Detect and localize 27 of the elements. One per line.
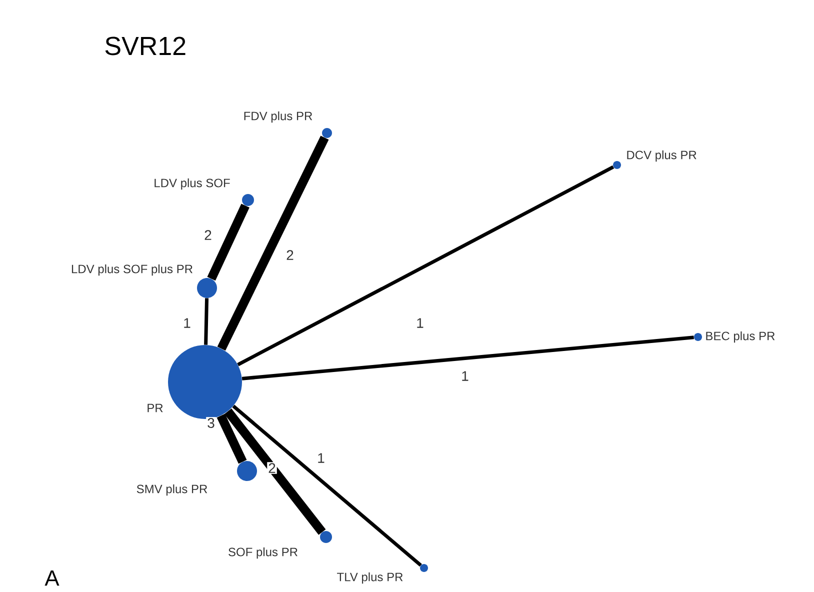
edge-label: 2 xyxy=(285,249,295,261)
edge-label: 1 xyxy=(182,317,192,329)
edge-label: 2 xyxy=(267,462,277,474)
edge-label: 2 xyxy=(203,229,213,241)
edge-label: 1 xyxy=(460,370,470,382)
node-label: SOF plus PR xyxy=(228,547,298,559)
node-label: LDV plus SOF xyxy=(154,178,230,190)
network-edge xyxy=(242,336,694,380)
network-edge xyxy=(232,404,422,567)
node-label: LDV plus SOF plus PR xyxy=(72,264,192,276)
network-edge xyxy=(216,414,247,464)
network-edge xyxy=(237,165,614,366)
edge-label: 1 xyxy=(415,317,425,329)
edge-label: 3 xyxy=(206,417,216,429)
network-edge xyxy=(224,408,326,535)
node-label: FDV plus PR xyxy=(244,111,312,123)
node-label: SMV plus PR xyxy=(136,484,208,496)
network-edge xyxy=(217,136,329,351)
node-label: BEC plus PR xyxy=(706,331,775,343)
title: SVR12 xyxy=(105,36,186,56)
panel-letter: A xyxy=(44,570,60,586)
network-edge xyxy=(204,298,209,345)
node-label: PR xyxy=(148,404,163,412)
node-label: TLV plus PR xyxy=(337,572,403,584)
edge-label: 1 xyxy=(316,452,326,464)
network-edge xyxy=(207,204,250,281)
node-label: DCV plus PR xyxy=(627,150,696,162)
